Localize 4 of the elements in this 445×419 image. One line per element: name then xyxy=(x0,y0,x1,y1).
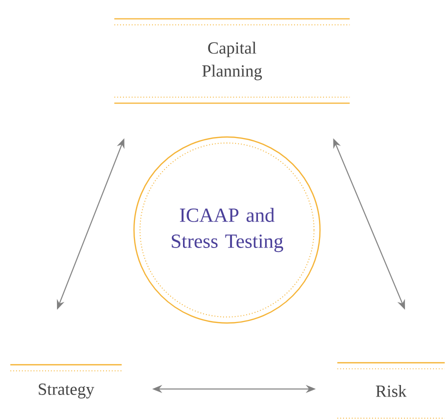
circle-node: ICAAP and Stress Testing xyxy=(133,136,321,324)
label-band: Capital Planning xyxy=(114,18,350,104)
label-band: Strategy xyxy=(10,364,122,398)
label-band: Risk xyxy=(336,362,445,419)
